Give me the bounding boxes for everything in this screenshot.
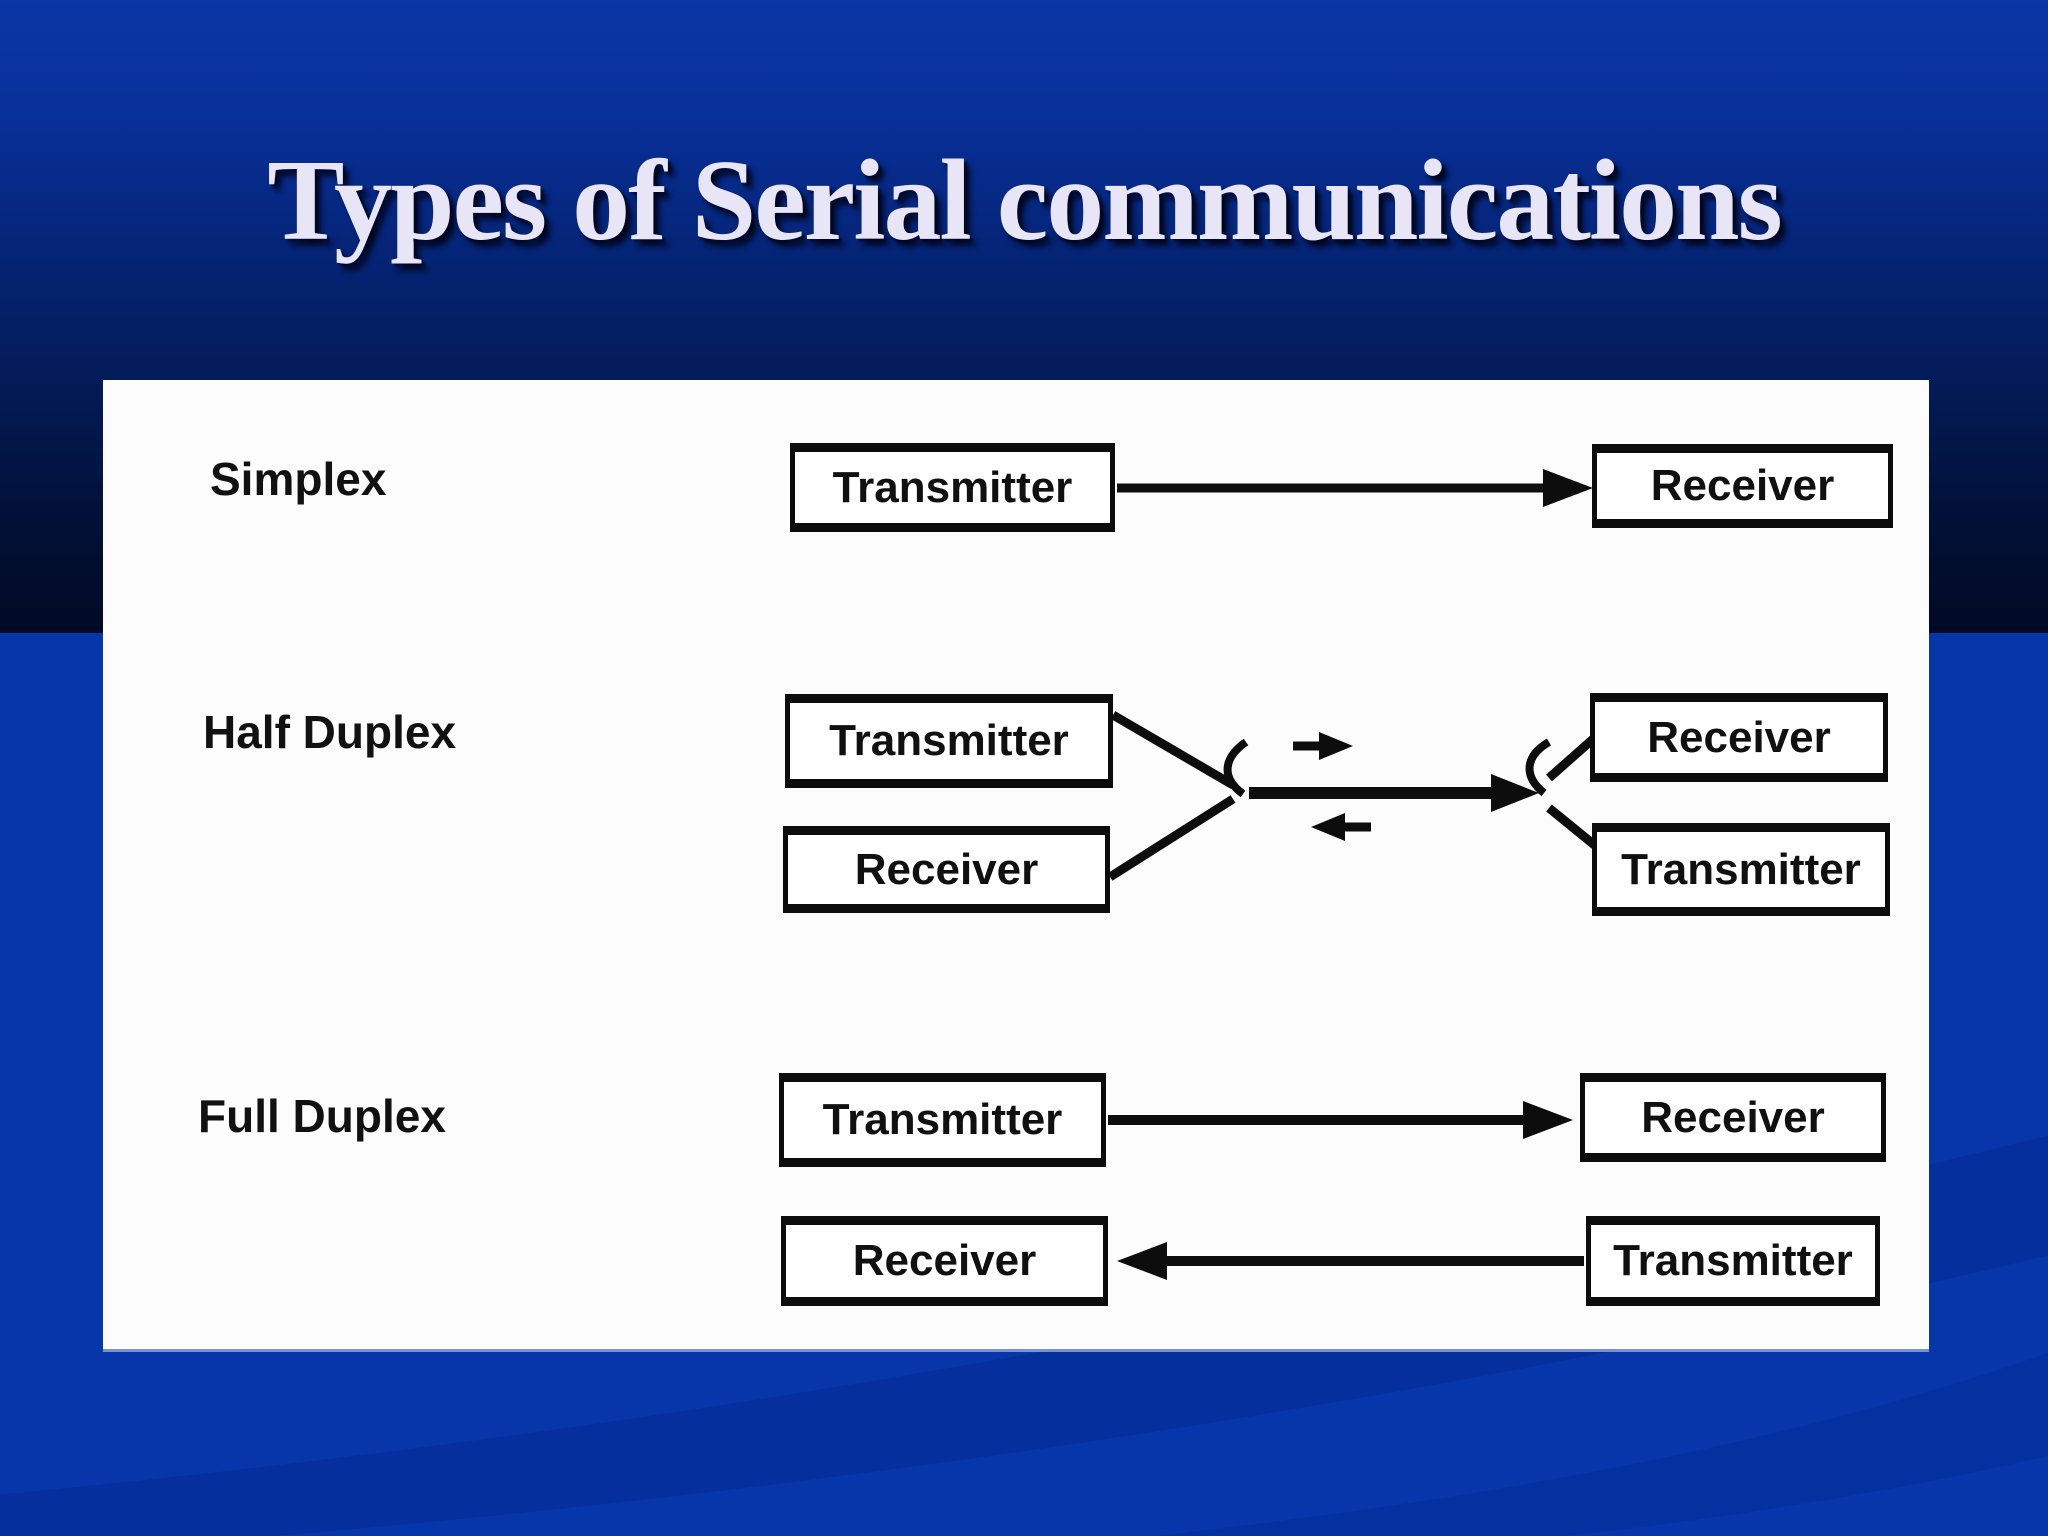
- box-label: Receiver: [1647, 712, 1831, 762]
- fullduplex-return-transmitter-box: Transmitter: [1586, 1216, 1880, 1306]
- halfduplex-left-links: [1107, 711, 1249, 881]
- fullduplex-return-arrow-icon: [1117, 1242, 1584, 1280]
- diagram-panel: Simplex Half Duplex Full Duplex Transmit…: [103, 380, 1929, 1349]
- box-label: Transmitter: [1613, 1236, 1853, 1285]
- halfduplex-left-transmitter-box: Transmitter: [785, 694, 1113, 788]
- box-label: Receiver: [1641, 1092, 1825, 1142]
- simplex-transmitter-box: Transmitter: [790, 443, 1115, 532]
- halfduplex-channel-arrow-icon: [1249, 774, 1539, 812]
- slide-title: Types of Serial communications: [267, 137, 1782, 265]
- box-label: Transmitter: [822, 1095, 1063, 1144]
- fullduplex-row-label: Full Duplex: [198, 1090, 446, 1142]
- halfduplex-forward-hint-arrow-icon: [1293, 732, 1353, 760]
- box-label: Receiver: [854, 844, 1039, 894]
- fullduplex-forward-receiver-box: Receiver: [1580, 1073, 1886, 1162]
- simplex-row-label: Simplex: [210, 453, 387, 505]
- box-label: Transmitter: [1621, 844, 1861, 894]
- simplex-receiver-box: Receiver: [1592, 444, 1893, 528]
- halfduplex-left-receiver-box: Receiver: [783, 826, 1110, 913]
- swoosh-band-upper: [0, 1135, 2048, 1536]
- simplex-arrow-icon: [1117, 469, 1593, 507]
- halfduplex-right-transmitter-box: Transmitter: [1592, 823, 1890, 916]
- halfduplex-reverse-hint-arrow-icon: [1311, 813, 1371, 841]
- fullduplex-forward-arrow-icon: [1108, 1101, 1573, 1139]
- fullduplex-forward-transmitter-box: Transmitter: [779, 1073, 1106, 1167]
- swoosh-band-lower: [1154, 1352, 2048, 1536]
- box-label: Transmitter: [829, 716, 1069, 765]
- halfduplex-right-receiver-box: Receiver: [1590, 693, 1888, 782]
- box-label: Transmitter: [832, 462, 1073, 512]
- box-label: Receiver: [852, 1236, 1037, 1285]
- halfduplex-row-label: Half Duplex: [203, 706, 457, 758]
- fullduplex-return-receiver-box: Receiver: [781, 1216, 1108, 1306]
- box-label: Receiver: [1650, 461, 1835, 510]
